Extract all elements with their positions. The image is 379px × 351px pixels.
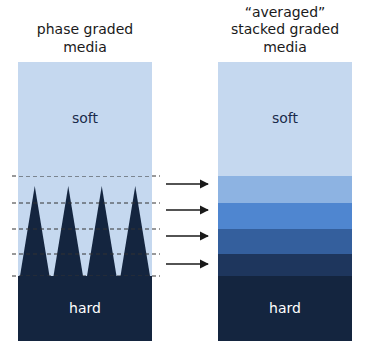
panel-heading: phase graded media: [35, 21, 135, 56]
layer-label: hard: [69, 300, 101, 318]
slice-line: [12, 229, 160, 230]
graded-layer: [218, 276, 352, 341]
media-stack: “averaged” stacked graded mediasofthard: [218, 62, 352, 341]
hard-spike: [20, 186, 50, 276]
soft-layer: soft: [18, 62, 152, 176]
arrow: [166, 235, 208, 236]
layer-label: soft: [72, 110, 98, 128]
panel-heading: “averaged” stacked graded media: [226, 4, 344, 57]
hard-spike: [87, 186, 117, 276]
layer-label: soft: [272, 110, 298, 128]
hard-layer: hard: [218, 276, 352, 341]
graded-layer: [218, 203, 352, 229]
graded-layer: [218, 254, 352, 276]
hard-ground: [18, 276, 152, 341]
soft-ground: [18, 62, 152, 341]
soft-ground: [218, 62, 352, 341]
slice-line: [12, 203, 160, 204]
soft-layer: soft: [218, 62, 352, 176]
hard-layer: hard: [18, 276, 152, 341]
arrow: [166, 263, 208, 264]
hard-spike: [121, 186, 151, 276]
layer-label: hard: [269, 300, 301, 318]
hard-spike: [54, 186, 84, 276]
arrow: [166, 183, 208, 184]
arrow: [166, 209, 208, 210]
graded-layer: [218, 229, 352, 254]
media-stack: phase graded mediasofthard: [18, 62, 152, 341]
slice-line: [12, 254, 160, 255]
graded-layer: [218, 176, 352, 203]
